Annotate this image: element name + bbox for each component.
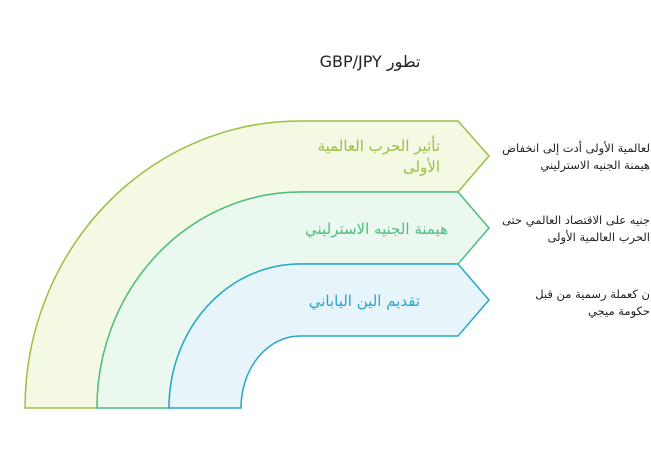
diagram-title: تطور GBP/JPY (319, 52, 421, 71)
stage-3-label: تقديم الين الياباني (308, 292, 420, 310)
stage-3-description: ن كعملة رسمية من قبل حكومة ميجي (535, 287, 650, 318)
stage-1-label: تأثير الحرب العالمية الأولى (317, 137, 440, 176)
stage-2-description: جنيه على الاقتصاد العالمي حتى الحرب العا… (501, 213, 650, 244)
stage-1-description: لعالمية الأولى أدت إلى انخفاض هيمنة الجن… (502, 141, 650, 172)
band-stage-3 (168, 263, 490, 409)
stage-2-label: هيمنة الجنيه الاسترليني (305, 220, 448, 238)
